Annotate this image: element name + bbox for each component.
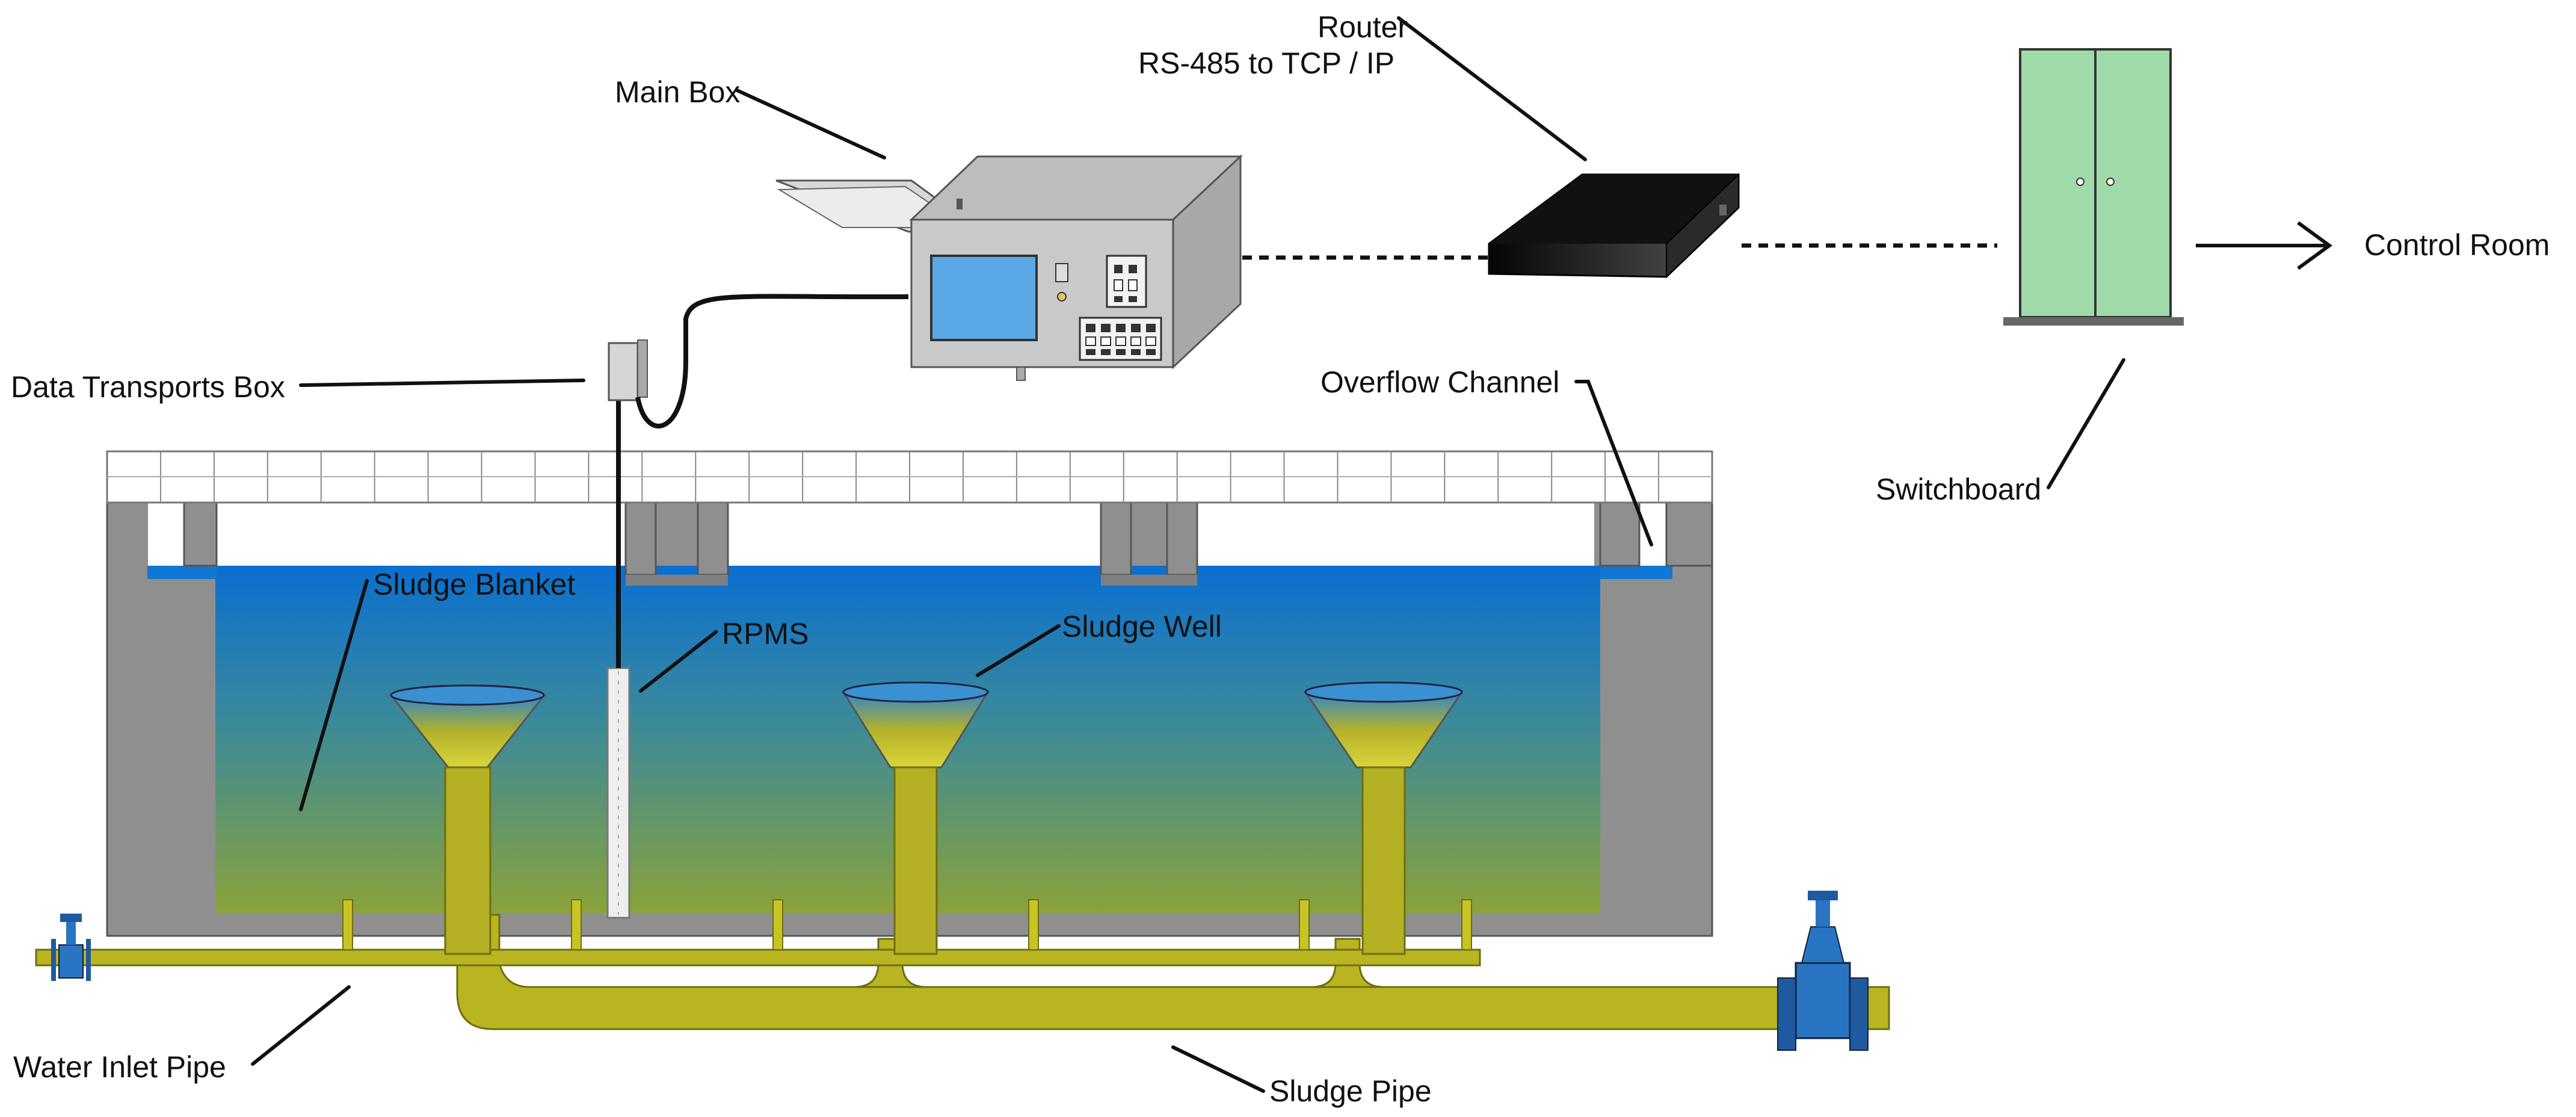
pillar [1599,501,1641,567]
data-transports-box [608,294,909,429]
leader-switchboard [2047,358,2125,489]
water-inlet-pipe [35,948,1481,967]
sludge-well [1304,681,1464,955]
tank-opening-left [148,503,184,566]
label-overflow-channel: Overflow Channel [1320,365,1559,399]
label-data-transports-box: Data Transports Box [11,370,285,404]
sludge-pipe [456,914,1890,1030]
leader-water-inlet-pipe [251,985,351,1066]
inlet-riser [342,899,353,950]
tank-opening [217,503,626,566]
router-device [1488,173,1740,279]
switchboard-cabinet [2003,48,2184,326]
rpms-sensor [606,400,630,919]
leader-sludge-pipe [1171,1045,1265,1093]
inlet-riser [1299,899,1310,950]
arrow-right-icon [2196,221,2333,270]
tank-opening-right [1639,503,1666,566]
sludge-well [842,681,990,955]
inlet-riser [571,899,582,950]
pipes [35,899,1890,1030]
overflow-channel-right [1600,566,1672,579]
main-box-device [775,154,1243,381]
pillar [1665,501,1713,567]
label-water-inlet-pipe: Water Inlet Pipe [13,1050,226,1084]
leader-router [1397,16,1587,161]
inlet-riser [772,899,783,950]
valve-icon [1777,891,1869,1051]
main-box-panel [1106,255,1147,308]
leader-sludge-blanket [299,579,369,811]
label-router-sub: RS-485 to TCP / IP [1138,46,1394,80]
walkway [106,450,1713,504]
label-switchboard: Switchboard [1876,472,2041,506]
overflow-channel-left [147,566,217,579]
valve-icon [51,914,91,981]
leader-overflow-channel [1574,380,1653,546]
main-box-screen [930,255,1038,341]
pillar [1166,501,1198,576]
baffle [1101,575,1197,586]
label-sludge-well: Sludge Well [1062,610,1222,643]
label-sludge-blanket: Sludge Blanket [373,568,575,601]
leader-main-box [735,88,886,159]
leader-rpms [639,630,718,693]
label-rpms: RPMS [722,617,809,651]
inlet-riser [1028,899,1039,950]
label-sludge-pipe: Sludge Pipe [1269,1074,1432,1108]
pillar [1100,501,1132,576]
label-router: Router [1317,10,1408,44]
sludge-well [389,684,547,955]
tank-opening [1197,503,1594,566]
leader-data-transports-box [299,379,585,387]
pillar [697,501,729,576]
label-main-box: Main Box [615,75,740,109]
leader-sludge-well [976,624,1061,677]
inlet-riser [1461,899,1472,950]
tank-opening [728,503,1101,566]
pillar [183,501,218,567]
pillar [624,501,657,576]
label-control-room: Control Room [2364,228,2550,262]
baffle [626,575,728,586]
